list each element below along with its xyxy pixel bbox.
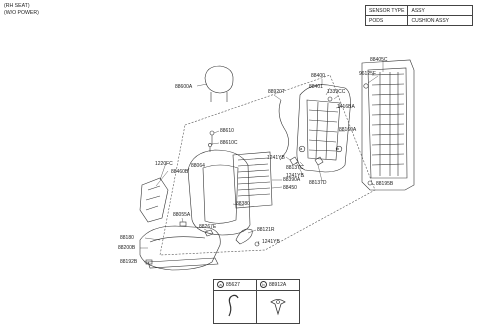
part-label-88200B[interactable]: 88200B	[118, 245, 136, 251]
seatback-frame-rear	[361, 59, 415, 191]
part-label-96125F[interactable]: 96125F	[359, 71, 376, 77]
part-label-88137D[interactable]: 88137D	[309, 180, 327, 186]
clip-1339CC	[327, 96, 333, 102]
clip-88267E	[204, 229, 214, 237]
part-label-88401[interactable]: 88401	[309, 84, 323, 90]
part-label-1241YB-b[interactable]: 1241YB	[286, 173, 304, 179]
push-clip-icon	[270, 299, 286, 316]
headrest	[204, 65, 234, 102]
part-label-88390A[interactable]: 88390A	[283, 177, 301, 183]
part-label-88610C[interactable]: 88610C	[220, 140, 238, 146]
bolt-88195B	[367, 180, 373, 186]
hose-clip-icon	[228, 294, 239, 317]
part-label-88195B[interactable]: 88195B	[376, 181, 394, 187]
legend-b-letter: b	[260, 281, 267, 288]
bracket-88137D	[314, 156, 324, 166]
clip-88055A	[179, 221, 187, 227]
callout-b-letter: b	[337, 146, 340, 151]
spec-value: CUSHION ASSY	[407, 15, 474, 26]
header-line2: (W/O POWER)	[4, 10, 39, 16]
part-label-88137C[interactable]: 88137C	[286, 165, 304, 171]
part-label-88600A[interactable]: 88600A	[175, 84, 193, 90]
part-label-88450[interactable]: 88450	[283, 185, 297, 191]
seat-rail	[147, 257, 219, 269]
dashed-frame	[159, 74, 376, 256]
part-label-88405C[interactable]: 88405C	[370, 57, 388, 63]
lumbar-mesh	[232, 151, 273, 209]
part-label-88460B[interactable]: 88460B	[171, 169, 189, 175]
callout-a-letter: a	[300, 146, 303, 151]
legend-image-b	[256, 290, 300, 324]
legend-b-part: 88912A	[269, 281, 287, 288]
part-label-88380[interactable]: 88380	[236, 201, 250, 207]
part-label-88121R[interactable]: 88121R	[257, 227, 275, 233]
cable	[278, 99, 289, 161]
callout-a	[298, 145, 306, 153]
part-label-1220FC[interactable]: 1220FC	[155, 161, 173, 167]
part-label-88160A[interactable]: 88160A	[339, 127, 357, 133]
part-label-88400[interactable]: 88400	[311, 73, 325, 79]
knob-96125F	[363, 83, 369, 89]
side-bracket	[139, 177, 169, 223]
bolts-88610	[208, 130, 215, 152]
part-label-88064[interactable]: 88064	[191, 163, 205, 169]
part-label-1241YB-c[interactable]: 1241YB	[262, 239, 280, 245]
spec-key: SENSOR TYPE	[364, 5, 409, 16]
part-label-1339CC[interactable]: 1339CC	[327, 89, 346, 95]
spec-key: PODS	[364, 15, 409, 26]
part-label-1241YB-a[interactable]: 1241YB	[267, 155, 285, 161]
part-label-1416BA[interactable]: 1416BA	[337, 104, 355, 110]
part-label-88180[interactable]: 88180	[120, 235, 134, 241]
part-label-88920T[interactable]: 88920T	[268, 89, 285, 95]
spec-value: ASSY	[407, 5, 474, 16]
seatback-cover	[187, 149, 251, 236]
legend-image-row	[213, 290, 300, 324]
bracket-88137C	[289, 156, 299, 166]
seatback-frame	[296, 84, 351, 173]
callout-b	[335, 145, 343, 153]
spec-row: SENSOR TYPE ASSY	[364, 5, 474, 16]
leader-lines	[140, 61, 384, 263]
part-label-88055A[interactable]: 88055A	[173, 212, 191, 218]
part-label-88267E[interactable]: 88267E	[199, 224, 217, 230]
spec-table: SENSOR TYPE ASSY PODS CUSHION ASSY	[364, 5, 474, 26]
part-label-88192B[interactable]: 88192B	[120, 259, 138, 265]
header-line1: (RH SEAT)	[4, 3, 30, 9]
cover-88121R	[235, 228, 253, 245]
legend-image-a	[213, 290, 257, 324]
part-label-88610[interactable]: 88610	[220, 128, 234, 134]
spec-row: PODS CUSHION ASSY	[364, 15, 474, 26]
legend-a-letter: a	[217, 281, 224, 288]
bolt-1241YB-c	[254, 241, 260, 247]
legend-a-part: 85627	[226, 281, 240, 288]
seat-cushion	[139, 225, 221, 271]
